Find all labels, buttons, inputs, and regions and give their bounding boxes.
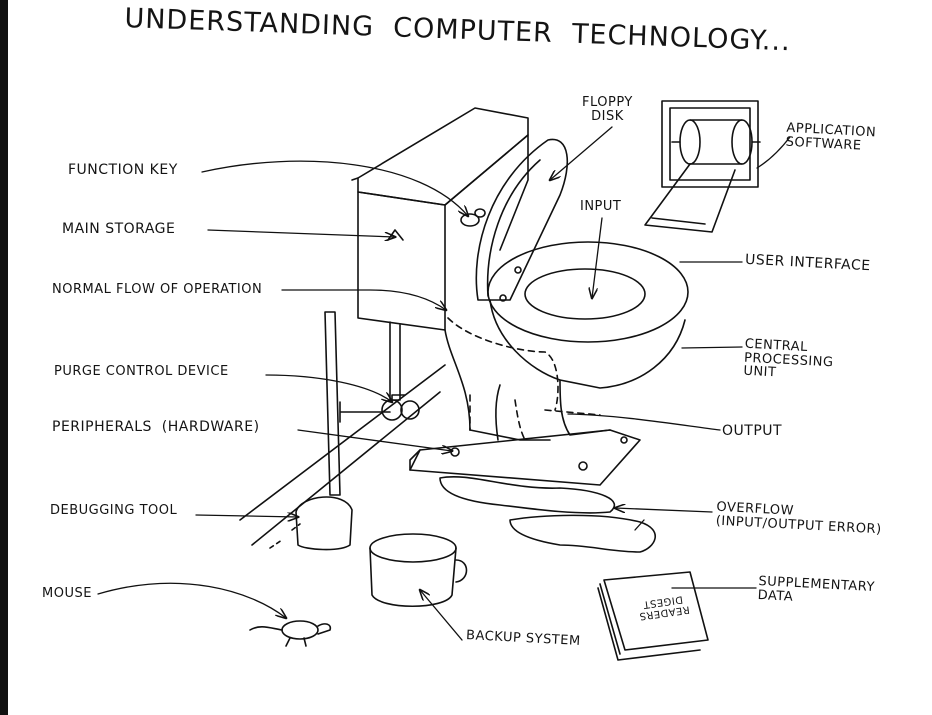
flush-pipe [389,321,401,401]
leader-floppy [550,126,613,180]
mouse-animal [249,620,332,647]
label-mouse: MOUSE [42,586,92,601]
label-main-storage: MAIN STORAGE [62,221,176,237]
label-central-processing-unit: CENTRAL PROCESSING UNIT [742,336,834,381]
toilet-bowl [444,241,689,441]
leader-main-storage [207,229,395,237]
leader-normal-flow [281,289,446,310]
label-supplementary-data: SUPPLEMENTARY DATA [757,573,876,605]
label-input: INPUT [580,199,622,214]
magazine [597,571,709,661]
label-application-software: APPLICATION SOFTWARE [785,120,877,154]
leader-debugging [195,515,298,517]
leader-purge [265,374,392,402]
leader-application [756,136,791,169]
leader-mouse [97,582,286,618]
label-output: OUTPUT [722,423,783,439]
pot [369,533,468,608]
toilet-tank [351,107,529,331]
label-peripherals: PERIPHERALS (HARDWARE) [52,419,260,435]
floor-line [239,364,446,546]
toilet-paper-holder [644,100,761,233]
label-debugging-tool: DEBUGGING TOOL [50,503,178,518]
label-floppy-disk: FLOPPY DISK [582,95,633,124]
toilet-lid [475,138,569,302]
flow-dashes [447,317,601,441]
left-binding-edge [0,0,8,715]
leader-overflow [615,508,713,512]
purge-valve [339,394,420,423]
overflow-puddle [439,475,656,553]
label-purge-control-device: PURGE CONTROL DEVICE [54,364,229,379]
leader-peripherals [297,429,452,451]
leader-input [592,217,603,298]
leader-function-key [201,160,468,216]
label-function-key: FUNCTION KEY [68,162,178,178]
label-normal-flow: NORMAL FLOW OF OPERATION [52,282,263,297]
floor-dashes [269,523,301,549]
leader-output [567,413,721,431]
leader-backup [420,590,463,641]
leader-cpu [681,346,743,349]
leader-overflow-2 [634,519,645,531]
